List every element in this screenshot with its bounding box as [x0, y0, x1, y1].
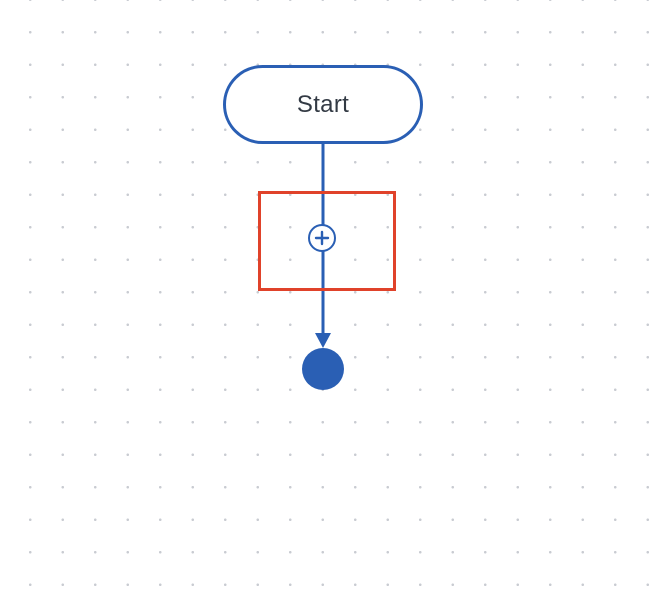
start-node[interactable]: Start: [223, 65, 423, 144]
arrowhead-icon: [315, 333, 331, 348]
start-node-label: Start: [296, 90, 350, 118]
plus-icon: [314, 230, 330, 246]
end-node[interactable]: [302, 348, 344, 390]
add-step-button[interactable]: [308, 224, 336, 252]
